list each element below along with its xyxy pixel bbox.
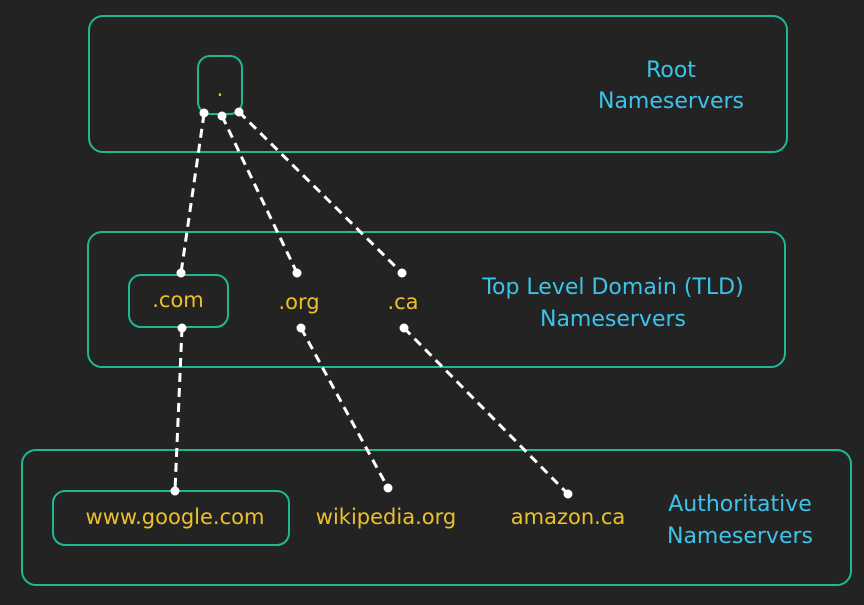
tld-tier-label-line2: Nameservers	[540, 307, 686, 332]
authoritative-tier-box	[21, 449, 852, 586]
dot-com-bottom	[177, 323, 187, 333]
root-tier-label-line1: Root	[646, 58, 696, 83]
dot-amazon-top	[563, 489, 573, 499]
dot-google-top	[170, 486, 180, 496]
authoritative-tier-label-line1: Authoritative	[668, 492, 812, 517]
authoritative-tier-label-line2: Nameservers	[667, 524, 813, 549]
dot-ca-bottom	[399, 323, 409, 333]
root-node-label: .	[217, 77, 224, 101]
dot-com-top	[176, 268, 186, 278]
dot-wikipedia-top	[383, 483, 393, 493]
ca-node-label: .ca	[387, 290, 418, 314]
tld-tier-box	[87, 231, 786, 368]
link-root-to-ca	[237, 110, 404, 275]
link-ca-to-amazon	[402, 326, 570, 496]
dot-ca-top	[397, 268, 407, 278]
google-node-label: www.google.com	[86, 505, 265, 529]
com-node-label: .com	[152, 288, 204, 312]
link-root-to-org	[220, 115, 299, 274]
amazon-node-label: amazon.ca	[511, 505, 625, 529]
link-com-to-google	[173, 327, 184, 492]
org-node-label: .org	[278, 290, 319, 314]
dot-org-bottom	[296, 323, 306, 333]
wikipedia-node-label: wikipedia.org	[316, 505, 456, 529]
dot-root-right	[234, 107, 244, 117]
root-tier-box	[88, 15, 788, 153]
link-root-to-com	[179, 113, 206, 274]
dot-root-middle	[217, 111, 227, 121]
dot-root-left	[199, 108, 209, 118]
link-org-to-wikipedia	[299, 327, 390, 489]
tld-tier-label-line1: Top Level Domain (TLD)	[481, 275, 743, 300]
root-tier-label-line2: Nameservers	[598, 89, 744, 114]
dot-org-top	[292, 268, 302, 278]
